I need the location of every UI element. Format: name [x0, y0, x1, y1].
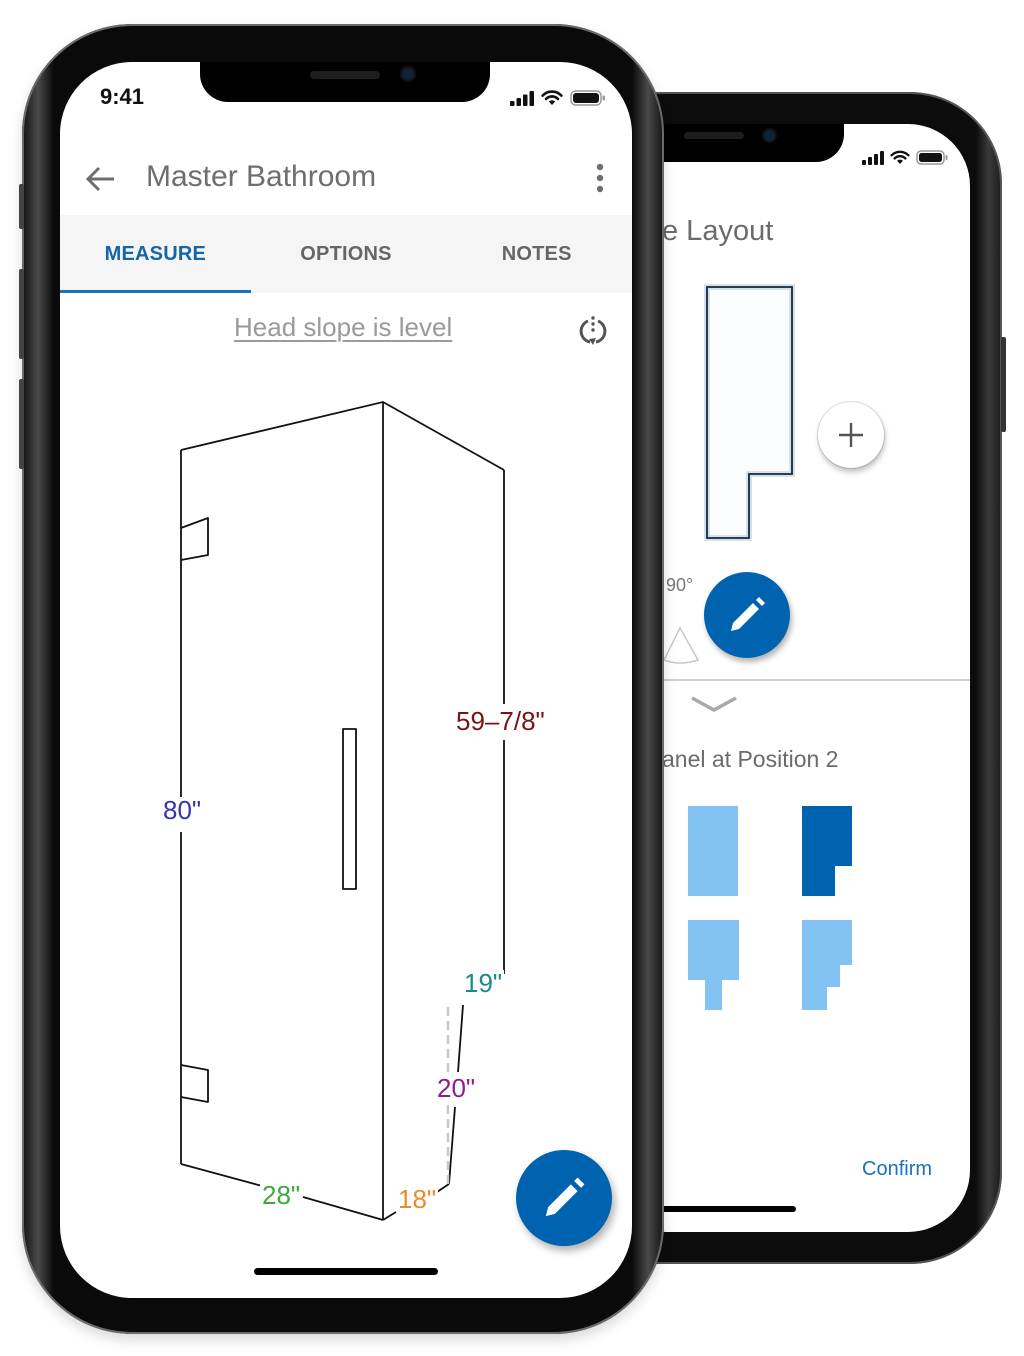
status-icons: [862, 150, 948, 165]
angle-wedge-icon[interactable]: [662, 626, 704, 666]
edit-layout-button[interactable]: [704, 572, 790, 658]
panel-option-rectangle[interactable]: [688, 806, 738, 896]
signal-icon: [510, 90, 534, 106]
signal-icon: [862, 150, 884, 165]
back-phone-screen: e Layout 90° anel at Position 2 Confirm: [604, 124, 970, 1232]
pencil-icon: [731, 597, 765, 631]
head-slope-link[interactable]: Head slope is level: [234, 312, 453, 342]
silent-switch: [19, 184, 24, 229]
dimension-return-top[interactable]: 19": [462, 968, 505, 998]
layout-shape-preview[interactable]: [704, 284, 798, 544]
tab-options[interactable]: OPTIONS: [300, 242, 392, 265]
app-bar: Master Bathroom: [60, 146, 632, 212]
plus-icon: [839, 423, 863, 447]
chevron-down-icon[interactable]: [690, 694, 738, 716]
panel-option-stepped[interactable]: [802, 920, 852, 1010]
wifi-icon: [890, 150, 910, 164]
notch: [200, 62, 490, 102]
dimension-width[interactable]: 28": [260, 1180, 303, 1210]
home-indicator: [604, 1206, 796, 1212]
panel-position-title: anel at Position 2: [662, 746, 839, 772]
battery-icon: [570, 90, 605, 106]
panel-shape-options: [688, 806, 852, 1010]
status-icons: [510, 90, 606, 106]
angle-label: 90°: [666, 575, 694, 595]
layout-title: e Layout: [662, 215, 774, 247]
camera: [402, 68, 414, 80]
dimension-angled-panel[interactable]: 20": [435, 1073, 478, 1103]
dimension-wall-height[interactable]: 59–7/8": [454, 706, 547, 736]
more-vert-icon[interactable]: [592, 162, 608, 194]
tab-bar: MEASURE OPTIONS NOTES: [60, 215, 632, 293]
shower-enclosure-drawing: [180, 401, 505, 1221]
volume-up-button: [19, 269, 24, 359]
page-title: Master Bathroom: [146, 160, 377, 193]
divider: [604, 679, 970, 681]
panel-option-center-tab[interactable]: [688, 920, 739, 1010]
tab-measure[interactable]: MEASURE: [60, 215, 251, 293]
tab-notes[interactable]: NOTES: [501, 242, 572, 265]
status-time: 9:41: [100, 84, 145, 109]
dimension-height[interactable]: 80": [161, 795, 204, 825]
arrow-left-icon[interactable]: [84, 162, 118, 196]
dimension-short-return[interactable]: 18": [396, 1184, 439, 1214]
side-button: [1001, 337, 1006, 432]
pencil-icon: [545, 1177, 585, 1217]
volume-down-button: [19, 379, 24, 469]
confirm-button[interactable]: Confirm: [862, 1158, 933, 1180]
panel-option-notch-selected[interactable]: [802, 806, 852, 896]
home-indicator: [254, 1268, 438, 1275]
wifi-icon: [541, 90, 563, 105]
rotate-view-icon[interactable]: [576, 314, 610, 348]
add-panel-button[interactable]: [818, 402, 884, 468]
speaker: [310, 71, 380, 79]
edit-measurements-button[interactable]: [516, 1150, 612, 1246]
front-phone-screen: 9:41 Master Bathroom MEASURE OPTIONS NOT…: [60, 62, 632, 1298]
speaker: [684, 132, 744, 139]
battery-icon: [916, 150, 948, 165]
camera: [764, 130, 775, 141]
